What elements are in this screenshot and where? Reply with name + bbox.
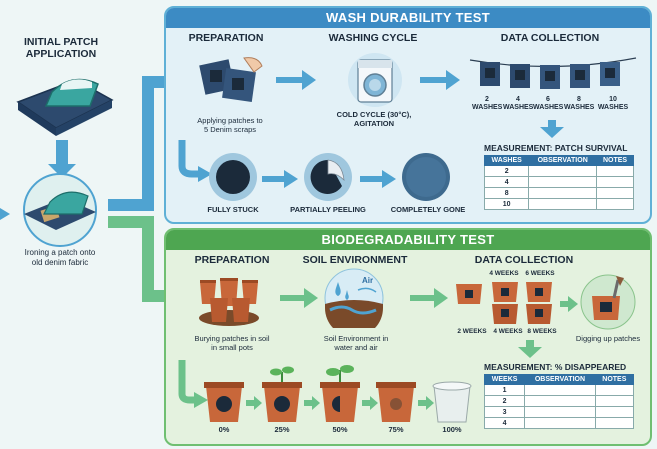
week-label-1: 6 WEEKS [525,270,555,277]
curved-arrow-icon [178,360,208,408]
bio-col-weeks: WEEKS [483,374,526,385]
arrow-right-icon [280,288,318,308]
wash-col-observation: OBSERVATION [528,155,598,166]
clothesline-swatches [469,57,637,89]
pots-grid-illustration [456,282,552,324]
bio-measurement-title: MEASUREMENT: % DISAPPEARED [484,362,627,372]
denim-iron-illustration [16,78,114,136]
wash-banner: WASH DURABILITY TEST [166,8,650,28]
pot-75-percent-icon [376,382,416,422]
ironing-patch-illustration [23,173,97,247]
table-row: 4 [483,176,634,188]
bio-banner: BIODEGRADABILITY TEST [166,230,650,250]
washing-cycle-caption: COLD CYCLE (30°C), AGITATION [336,110,412,128]
soil-environment-icon [324,268,384,328]
soil-caption: Soil Environment in water and air [323,334,389,352]
soil-environment-title: SOIL ENVIRONMENT [302,254,408,266]
state-partially-peeling: PARTIALLY PEELING [290,205,366,214]
pot-100-percent-icon [432,381,472,423]
arrow-down-icon [540,120,564,138]
fully-stuck-icon [209,153,257,201]
week-label-3: 4 WEEKS [493,328,523,335]
arrow-right-icon [360,170,396,188]
wash-col-washes: WASHES [483,155,530,166]
week-label-4: 8 WEEKS [527,328,557,335]
arrow-right-icon [246,396,262,410]
bio-col-notes: NOTES [594,374,635,385]
completely-gone-icon [402,153,450,201]
arrow-right-icon [276,70,316,90]
arrow-right-icon [410,288,448,308]
wash-col-notes: NOTES [596,155,634,166]
bio-col-observation: OBSERVATION [524,374,596,385]
wash-data-title: DATA COLLECTION [500,32,600,44]
state-completely-gone: COMPLETELY GONE [390,205,466,214]
table-row: 2 [483,165,634,177]
percent-100: 100% [442,425,462,434]
table-row: 4 [483,417,635,429]
week-label-0: 4 WEEKS [489,270,519,277]
table-row: 3 [483,406,635,418]
dig-caption: Digging up patches [575,334,641,343]
wash-prep-title: PREPARATION [188,32,264,44]
curved-arrow-icon [178,140,212,182]
percent-25: 25% [274,425,290,434]
pot-50-percent-icon [320,365,360,422]
state-fully-stuck: FULLY STUCK [207,205,259,214]
washing-machine-icon [348,53,402,107]
table-row: 2 [483,395,635,407]
arrow-right-icon [420,70,460,90]
week-label-2: 2 WEEKS [457,328,487,335]
bio-data-title: DATA COLLECTION [474,254,574,266]
wash-prep-caption: Applying patches to 5 Denim scraps [197,116,263,134]
arrow-right-icon [560,296,578,312]
arrow-right-icon [418,396,434,410]
arrow-right-icon [362,396,378,410]
initial-title: INITIAL PATCH APPLICATION [23,36,99,60]
percent-0: 0% [218,425,230,434]
table-row: 10 [483,198,634,210]
percent-75: 75% [388,425,404,434]
washing-cycle-title: WASHING CYCLE [328,32,418,44]
air-label: Air [362,276,374,285]
bio-measurement-table: WEEKS OBSERVATION NOTES 1 2 3 4 [483,374,635,429]
bio-prep-caption: Burying patches in soil in small pots [194,334,270,352]
pots-illustration [199,278,259,326]
table-row: 1 [483,384,635,396]
denim-scraps-illustration [199,57,263,102]
pot-0-percent-icon [204,382,244,422]
arrow-right-icon [304,396,320,410]
partially-peeling-icon [304,153,352,201]
wash-measurement-table: WASHES OBSERVATION NOTES 2 4 8 10 [483,155,634,210]
digging-up-icon [580,274,636,330]
table-row: 8 [483,187,634,199]
bio-prep-title: PREPARATION [194,254,270,266]
percent-50: 50% [332,425,348,434]
initial-caption: Ironing a patch onto old denim fabric [24,248,96,267]
pot-25-percent-icon [262,366,302,422]
arrow-right-icon [262,170,298,188]
arrow-down-icon [518,340,542,358]
wash-measurement-title: MEASUREMENT: PATCH SURVIVAL [484,143,628,153]
